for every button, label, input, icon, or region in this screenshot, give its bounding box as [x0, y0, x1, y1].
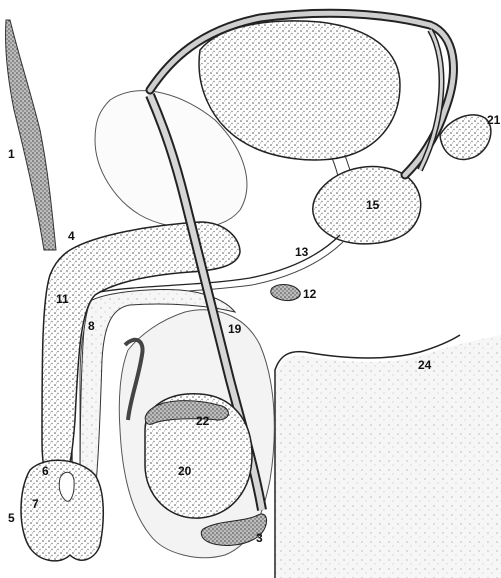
label-3: 3	[256, 531, 263, 545]
label-1: 1	[8, 147, 15, 161]
seminal-vesicle	[440, 115, 491, 160]
label-19: 19	[228, 322, 242, 336]
perineum-fill	[276, 335, 501, 578]
label-5: 5	[8, 511, 15, 525]
label-22: 22	[196, 414, 210, 428]
label-21: 21	[487, 113, 501, 127]
label-11: 11	[56, 292, 69, 306]
label-13: 13	[295, 245, 309, 259]
label-6: 6	[42, 464, 49, 478]
label-20: 20	[178, 464, 192, 478]
bulbourethral-gland	[271, 285, 301, 301]
label-12: 12	[303, 287, 317, 301]
label-4: 4	[68, 229, 75, 243]
label-8: 8	[88, 319, 95, 333]
label-15: 15	[366, 198, 380, 212]
label-7: 7	[32, 497, 39, 511]
label-24: 24	[418, 358, 432, 372]
pubic-hair	[5, 20, 56, 250]
